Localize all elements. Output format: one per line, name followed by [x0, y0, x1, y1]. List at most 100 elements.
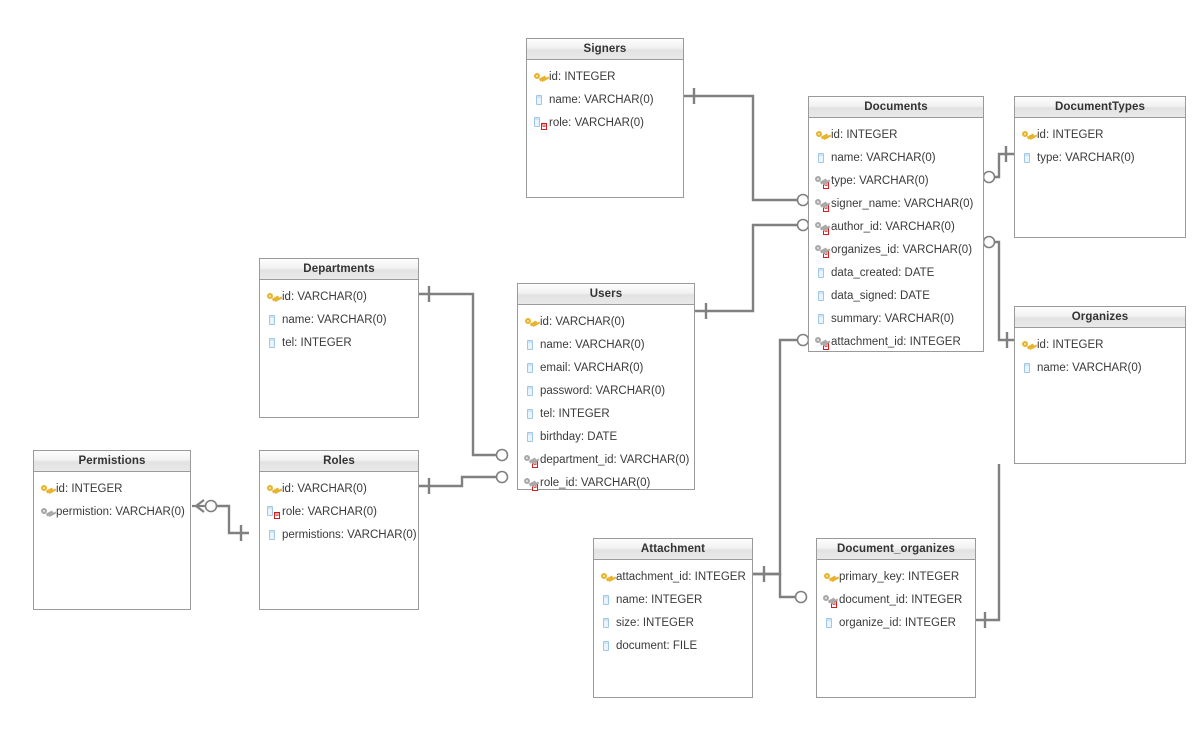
column-row[interactable]: birthday: DATE [518, 425, 694, 448]
relationship-document-organizes-organizes[interactable] [976, 464, 1001, 628]
relationship-organizes-documents[interactable] [982, 235, 1015, 349]
column-label: id: VARCHAR(0) [282, 482, 367, 495]
primary-key-icon [266, 482, 279, 496]
foreign-key-icon: u [815, 243, 829, 258]
column-label: permistions: VARCHAR(0) [282, 528, 417, 541]
column-label: password: VARCHAR(0) [540, 384, 666, 397]
entity-organizes[interactable]: Organizes id: INTEGER name: VARCHAR(0) [1014, 306, 1186, 464]
column-row[interactable]: tel: INTEGER [260, 331, 418, 354]
column-label: name: VARCHAR(0) [282, 313, 387, 326]
column-row[interactable]: size: INTEGER [594, 611, 752, 634]
primary-key-icon [815, 128, 828, 142]
column-row[interactable]: attachment_id: INTEGER [594, 565, 752, 588]
relationship-attachment-documents[interactable] [753, 333, 810, 583]
column-label: birthday: DATE [540, 430, 618, 443]
relationship-departments-users[interactable] [419, 286, 509, 462]
column-row[interactable]: summary: VARCHAR(0) [809, 307, 983, 330]
column-row[interactable]: primary_key: INTEGER [817, 565, 975, 588]
column-icon [600, 639, 613, 653]
relationship-signers-documents[interactable] [684, 88, 810, 207]
column-row[interactable]: name: VARCHAR(0) [518, 333, 694, 356]
column-row[interactable]: id: INTEGER [34, 477, 190, 500]
column-icon [600, 593, 613, 607]
column-row[interactable]: tel: INTEGER [518, 402, 694, 425]
column-row[interactable]: name: VARCHAR(0) [1015, 356, 1185, 379]
column-row[interactable]: name: VARCHAR(0) [809, 146, 983, 169]
column-row[interactable]: organize_id: INTEGER [817, 611, 975, 634]
entity-columns-departments: id: VARCHAR(0) name: VARCHAR(0) tel: INTEG… [260, 280, 418, 354]
column-label: name: VARCHAR(0) [831, 151, 936, 164]
column-label: id: INTEGER [1037, 128, 1104, 141]
relationship-attachment-document-organizes[interactable] [753, 572, 808, 604]
column-row[interactable]: id: INTEGER [1015, 123, 1185, 146]
column-row[interactable]: data_created: DATE [809, 261, 983, 284]
column-row[interactable]: permistion: VARCHAR(0) [34, 500, 190, 523]
column-row[interactable]: type: VARCHAR(0) [1015, 146, 1185, 169]
column-row[interactable]: name: INTEGER [594, 588, 752, 611]
primary-key-icon [533, 70, 546, 84]
relationship-roles-users[interactable] [419, 470, 509, 495]
primary-key-icon [1021, 128, 1034, 142]
primary-key-icon [1021, 338, 1034, 352]
column-row[interactable]: id: VARCHAR(0) [260, 477, 418, 500]
column-label: organizes_id: VARCHAR(0) [831, 243, 973, 256]
column-label: id: VARCHAR(0) [540, 315, 625, 328]
column-row[interactable]: document: FILE [594, 634, 752, 657]
foreign-key-icon: u [815, 335, 829, 350]
foreign-key-icon: u [524, 476, 538, 491]
column-icon [815, 289, 828, 303]
column-row[interactable]: id: VARCHAR(0) [260, 285, 418, 308]
column-row[interactable]: permistions: VARCHAR(0) [260, 523, 418, 546]
column-row[interactable]: id: INTEGER [527, 65, 683, 88]
primary-key-icon [40, 482, 53, 496]
constraint-marker: u [823, 227, 829, 235]
column-label: permistion: VARCHAR(0) [56, 505, 185, 518]
column-label: tel: INTEGER [540, 407, 610, 420]
relationship-users-documents[interactable] [695, 218, 810, 320]
column-icon [524, 361, 537, 375]
column-icon [815, 151, 828, 165]
constraint-marker: u [823, 181, 829, 189]
entity-title-roles: Roles [260, 451, 418, 472]
column-label: signer_name: VARCHAR(0) [831, 197, 974, 210]
column-row[interactable]: password: VARCHAR(0) [518, 379, 694, 402]
column-icon [266, 313, 279, 327]
column-row[interactable]: id: INTEGER [809, 123, 983, 146]
column-label: name: VARCHAR(0) [1037, 361, 1142, 374]
relationship-documenttypes-documents[interactable] [982, 146, 1015, 184]
foreign-key-icon: u [524, 453, 538, 468]
column-row[interactable]: data_signed: DATE [809, 284, 983, 307]
primary-key-icon [524, 315, 537, 329]
column-row[interactable]: id: INTEGER [1015, 333, 1185, 356]
column-row[interactable]: name: VARCHAR(0) [527, 88, 683, 111]
entity-title-organizes: Organizes [1015, 307, 1185, 328]
column-row[interactable]: id: VARCHAR(0) [518, 310, 694, 333]
column-label: name: VARCHAR(0) [540, 338, 645, 351]
column-row[interactable]: name: VARCHAR(0) [260, 308, 418, 331]
constraint-marker: u [831, 600, 837, 608]
constraint-marker: u [823, 342, 829, 350]
primary-key-icon [823, 570, 836, 584]
column-row[interactable]: email: VARCHAR(0) [518, 356, 694, 379]
relationship-permistions-roles[interactable] [192, 499, 249, 541]
